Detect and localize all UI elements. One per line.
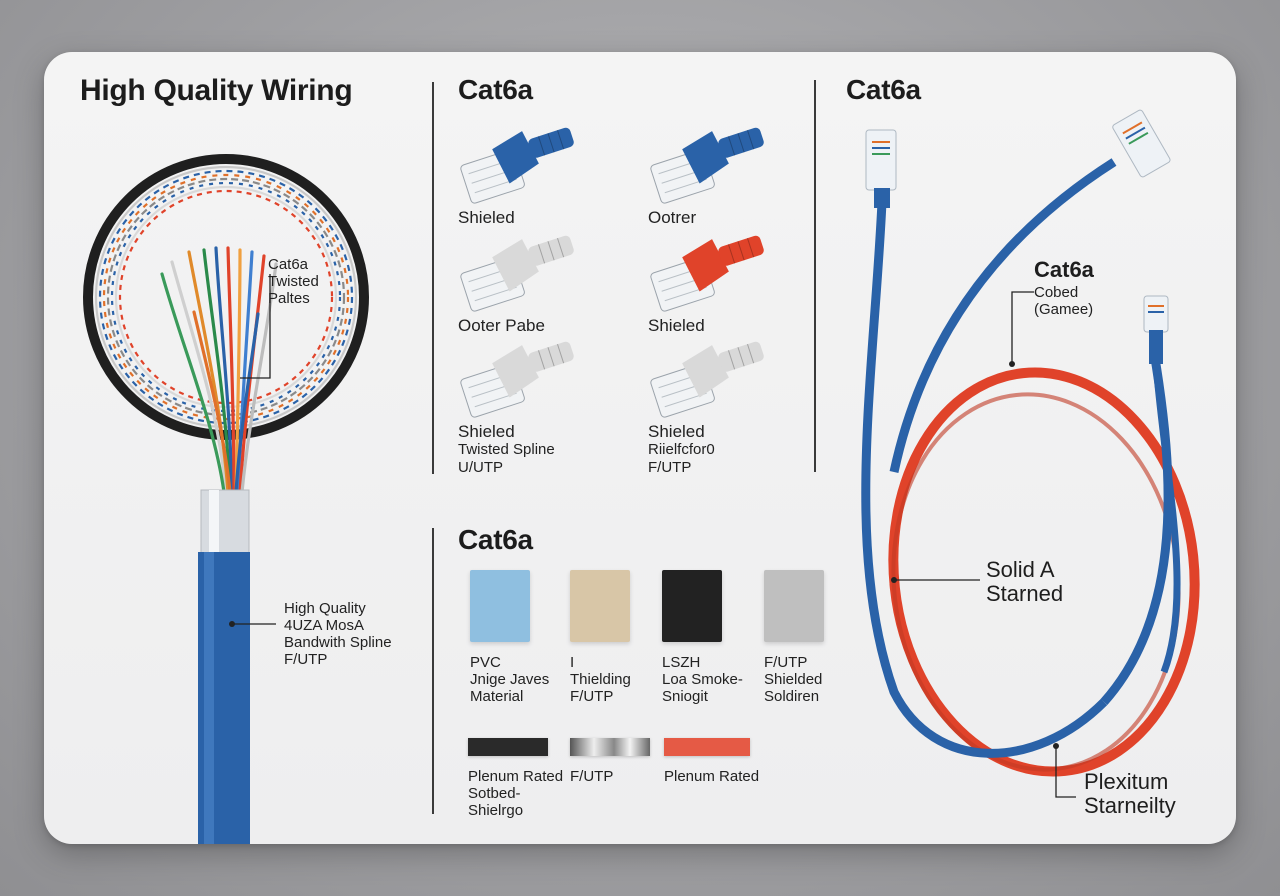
connector-item: Shieled: [458, 124, 598, 227]
material-strip: [468, 738, 548, 756]
divider-left-bottom: [432, 528, 434, 814]
material-swatch: [662, 570, 722, 642]
cables-title: Cat6a: [846, 74, 921, 105]
coiled-label: Cat6a Cobed (Gamee): [1034, 257, 1094, 319]
connector-label: Shieled: [648, 316, 705, 335]
page-title: High Quality Wiring: [80, 74, 353, 107]
rj45-connector-icon: [460, 127, 574, 204]
connector-item: Ooter Pabe: [458, 232, 598, 335]
rj45-connector-icon: [460, 341, 574, 418]
divider-left-top: [432, 82, 434, 474]
solid-stranded-label: Solid A Starned: [986, 557, 1064, 606]
connector-item: Ootrer: [648, 124, 788, 227]
connector-label: Shieled: [458, 208, 515, 227]
material-strip: [570, 738, 650, 756]
materials-title: Cat6a: [458, 524, 533, 555]
connector-item: Shieled: [648, 232, 788, 335]
flexibility-label: Plexitum Starneilty: [1084, 769, 1176, 818]
connector-label: Ootrer: [648, 208, 697, 227]
material-strip: [664, 738, 750, 756]
cable-cross-section-illustration: [83, 154, 369, 844]
connector-label: Ooter Pabe: [458, 316, 545, 335]
material-swatch: [470, 570, 530, 642]
rj45-connector-icon: [650, 341, 764, 418]
material-swatch: [570, 570, 630, 642]
material-strip-label: F/UTP: [570, 768, 614, 785]
jacket-label: High Quality 4UZA MosA Bandwith Spline F…: [284, 600, 392, 668]
material-strip-label: Plenum Rated: [664, 768, 760, 785]
material-swatch: [764, 570, 824, 642]
rj45-connector-icon: [460, 235, 574, 312]
twisted-pairs-label: Cat6a Twisted Paltes: [268, 256, 319, 307]
infographic-card: High Quality Wiring: [44, 52, 1236, 844]
patch-cables-illustration: [861, 109, 1200, 798]
connectors-title: Cat6a: [458, 74, 533, 105]
rj45-connector-icon: [650, 235, 764, 312]
coiled-label-title: Cat6a: [1034, 257, 1094, 282]
rj45-connector-icon: [650, 127, 764, 204]
divider-right: [814, 80, 816, 472]
